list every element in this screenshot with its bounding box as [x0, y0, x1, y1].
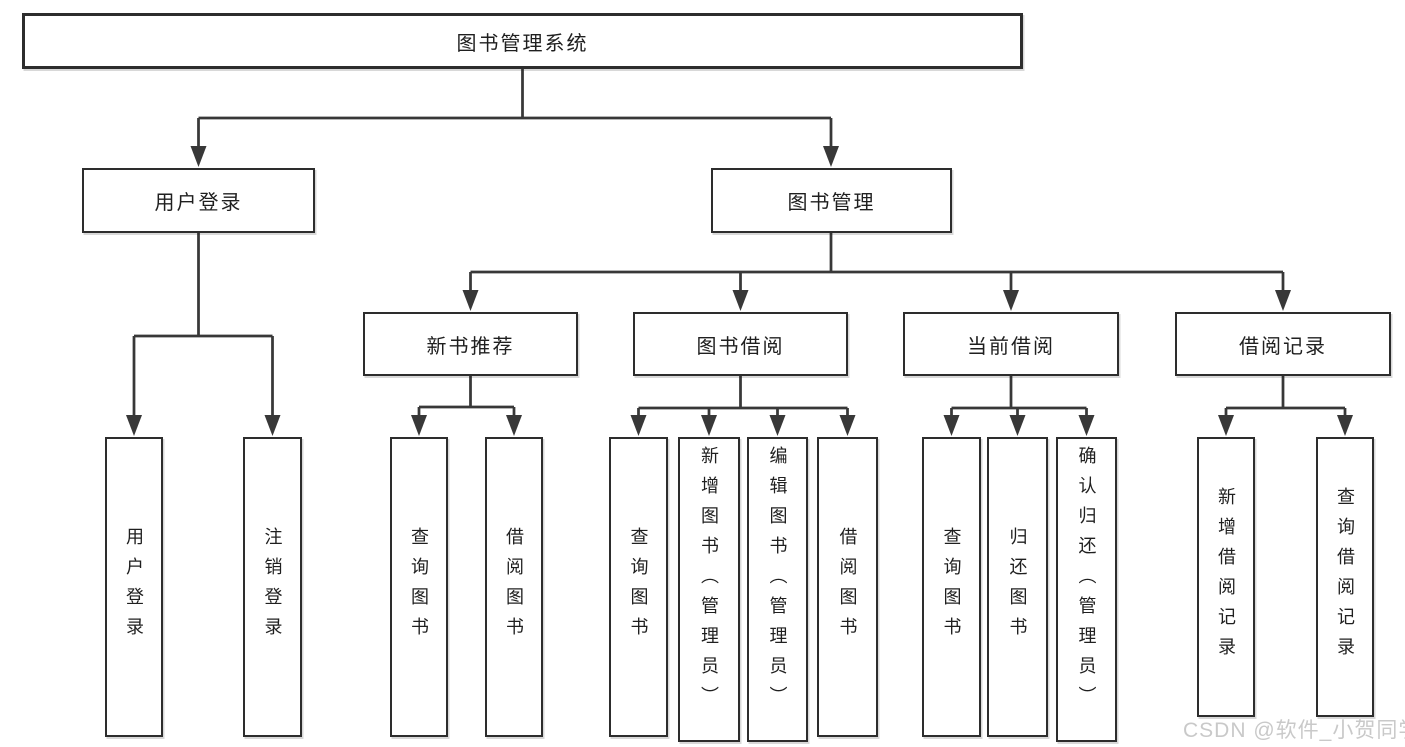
leaf-borrow-books-2: 借阅图书: [817, 437, 878, 737]
connector-current-borrowing-to-leaves: [943, 376, 1095, 436]
arrowhead: [732, 290, 749, 311]
arrowhead: [839, 415, 856, 436]
node-root: 图书管理系统: [22, 13, 1023, 69]
leaf-borrow-books-1: 借阅图书: [485, 437, 543, 737]
connector-new-book-to-leaves: [411, 376, 522, 436]
leaf-user-login: 用户登录: [105, 437, 163, 737]
watermark: CSDN @软件_小贺同学: [1183, 719, 1405, 742]
arrowhead: [1003, 290, 1019, 311]
leaf-query-borrow-record: 查询借阅记录: [1316, 437, 1374, 717]
node-book-management: 图书管理: [711, 168, 952, 233]
arrowhead: [943, 415, 960, 436]
connector-root-to-level1: [190, 69, 839, 167]
connector-user-login-to-leaves: [126, 233, 281, 436]
leaf-add-book-admin: 新增图书（管理员）: [678, 437, 740, 742]
arrowhead: [264, 415, 281, 436]
node-current-borrowing: 当前借阅: [903, 312, 1119, 376]
arrowhead: [1337, 415, 1353, 436]
node-new-book-recommend: 新书推荐: [363, 312, 578, 376]
arrowhead: [1275, 290, 1291, 311]
leaf-logout-login: 注销登录: [243, 437, 302, 737]
leaf-return-book: 归还图书: [987, 437, 1048, 737]
leaf-query-books-3: 查询图书: [922, 437, 981, 737]
connector-borrow-records-to-leaves: [1218, 376, 1353, 436]
connector-book-borrowing-to-leaves: [630, 376, 856, 436]
arrowhead: [823, 146, 839, 167]
arrowhead: [411, 415, 427, 436]
connector-book-management-to-level2: [462, 233, 1291, 311]
node-user-login-group: 用户登录: [82, 168, 315, 233]
leaf-confirm-return-admin: 确认归还（管理员）: [1056, 437, 1117, 742]
arrowhead: [630, 415, 647, 436]
arrowhead: [506, 415, 522, 436]
arrowhead: [701, 415, 717, 436]
leaf-edit-book-admin: 编辑图书（管理员）: [747, 437, 808, 742]
arrowhead: [462, 290, 479, 311]
arrowhead: [190, 146, 207, 167]
arrowhead: [1009, 415, 1026, 436]
node-borrow-records: 借阅记录: [1175, 312, 1391, 376]
leaf-add-borrow-record: 新增借阅记录: [1197, 437, 1255, 717]
arrowhead: [1078, 415, 1095, 436]
arrowhead: [1218, 415, 1234, 436]
arrowhead: [126, 415, 142, 436]
arrowhead: [769, 415, 786, 436]
node-book-borrowing: 图书借阅: [633, 312, 848, 376]
leaf-query-books-2: 查询图书: [609, 437, 668, 737]
leaf-query-books-1: 查询图书: [390, 437, 448, 737]
